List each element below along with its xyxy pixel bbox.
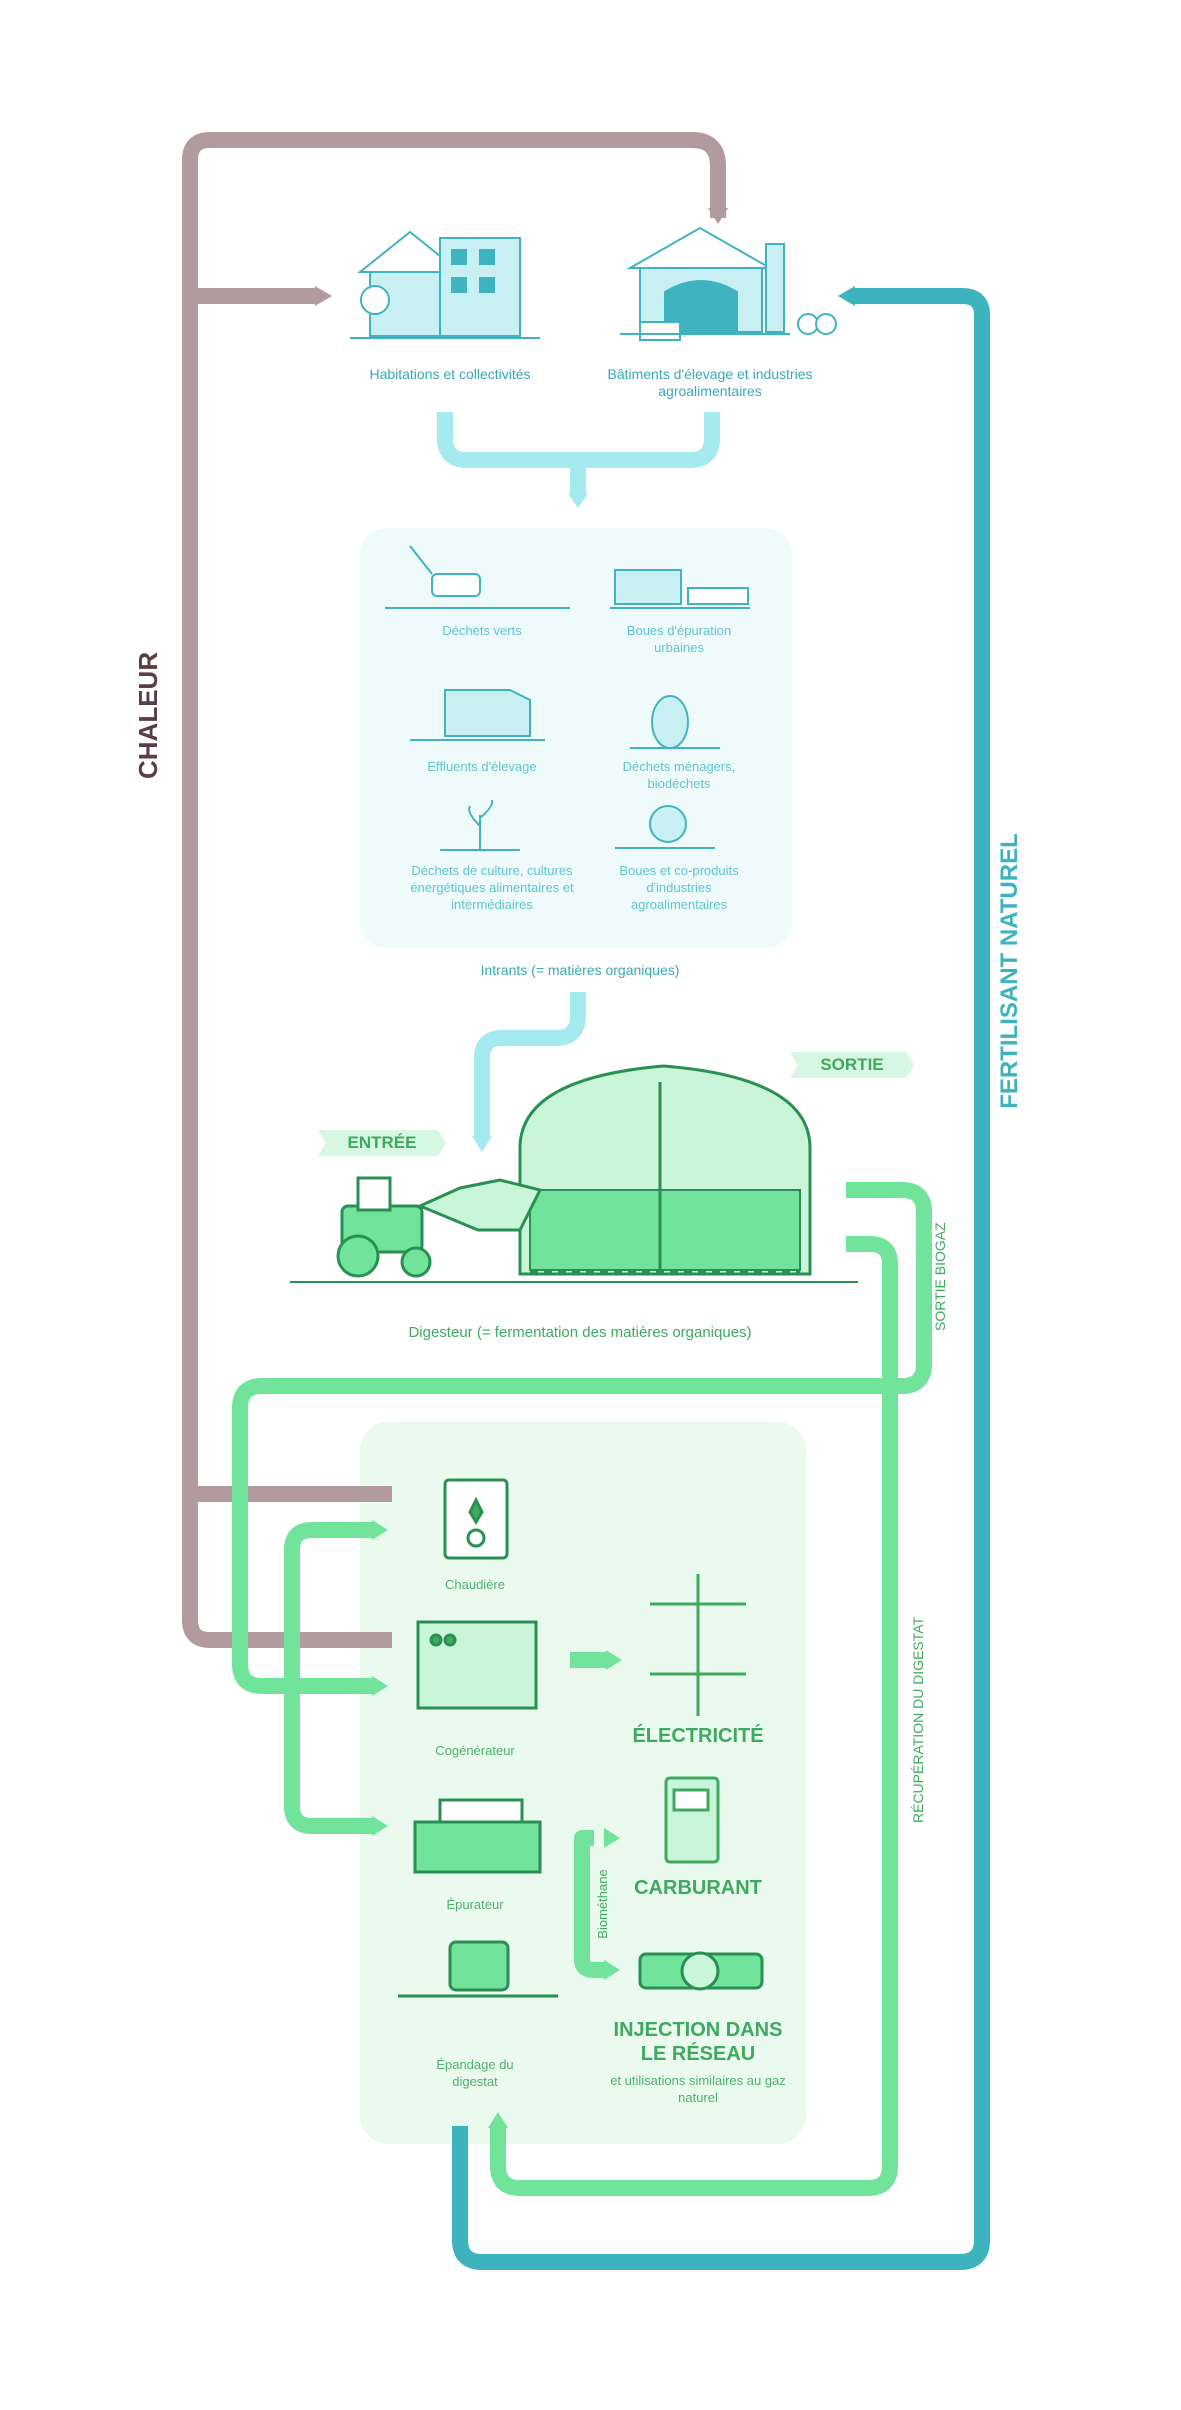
fertilisant-label: FERTILISANT NATUREL: [996, 833, 1023, 1109]
intrants-arrow-1: [568, 494, 588, 508]
chaudiere-icon: [443, 1478, 509, 1560]
chaleur-flow: [182, 132, 726, 1648]
habitations-caption: Habitations et collectivités: [369, 366, 531, 382]
biogaz-arrow-elec: [606, 1650, 622, 1670]
sortie-tag-bg: [790, 1052, 914, 1078]
sortie-tag: SORTIE: [820, 1055, 884, 1074]
injection-icon: [638, 1951, 764, 1991]
biogaz-flow: [232, 1182, 932, 2196]
intrants-title: Intrants (= matières organiques): [480, 962, 680, 978]
fertilisant-flow: [452, 288, 990, 2270]
epandage-caption: Épandage du digestat: [436, 2057, 514, 2089]
intrants-panel: [360, 528, 792, 948]
digester-icon: [290, 1064, 858, 1283]
intrant-item-dechets-menagers: Déchets ménagers, biodéchets: [622, 759, 736, 791]
carburant-title: CARBURANT: [634, 1877, 762, 1899]
biogaz-arrow-cogen: [372, 1676, 388, 1696]
intrant-item-boues-coproduits: Boues et co-produits d'industries agroal…: [619, 863, 739, 912]
cogenerateur-icon: [416, 1620, 538, 1710]
epandage-icon: [398, 1940, 558, 1998]
cogenerateur-caption: Cogénérateur: [435, 1743, 515, 1758]
biogaz-arrow-carb: [604, 1828, 620, 1848]
recuperation-label: RÉCUPÉRATION DU DIGESTAT: [910, 1616, 926, 1823]
carburant-icon: [664, 1776, 720, 1864]
biogaz-arrow-epur: [372, 1816, 388, 1836]
intrant-item-dechets-culture: Déchets de culture, cultures énergétique…: [410, 863, 574, 912]
fertilisant-arrow: [838, 286, 855, 306]
chaudiere-caption: Chaudière: [445, 1577, 505, 1592]
injection-subtitle: et utilisations similaires au gaz nature…: [610, 2073, 786, 2105]
biomethane-label: Biométhane: [595, 1869, 610, 1939]
intrant-item-effluents: Effluents d'élevage: [427, 759, 537, 774]
chaleur-arrow-1: [315, 286, 332, 306]
intrant-item-dechets-verts: Déchets verts: [442, 623, 522, 638]
batiments-caption: Bâtiments d'élevage et industries agroal…: [607, 366, 813, 399]
digestat-arrow: [488, 2112, 508, 2128]
tractor-icon: [336, 1176, 543, 1278]
entree-tag: ENTRÉE: [347, 1133, 417, 1152]
biogaz-arrow-chaudiere: [372, 1520, 388, 1540]
entree-tag-bg: [318, 1130, 446, 1156]
chaleur-label: CHALEUR: [133, 651, 163, 779]
habitations-icon: [350, 230, 540, 339]
epurateur-caption: Épurateur: [446, 1897, 504, 1912]
sortie-biogaz-label: SORTIE BIOGAZ: [932, 1222, 948, 1331]
batiments-icon: [620, 226, 837, 341]
injection-title: INJECTION DANS LE RÉSEAU: [613, 2019, 783, 2065]
chaleur-arrow-2: [708, 208, 728, 224]
intrant-item-boues-epuration: Boues d'épuration urbaines: [626, 623, 732, 655]
biogaz-arrow-inj: [604, 1960, 620, 1980]
intrants-icons: [385, 545, 750, 851]
electricite-title: ÉLECTRICITÉ: [632, 1725, 764, 1747]
epurateur-icon: [413, 1798, 542, 1874]
intrants-flow: [437, 412, 720, 1136]
digesteur-caption: Digesteur (= fermentation des matières o…: [408, 1324, 752, 1341]
intrants-arrow-2: [472, 1136, 492, 1152]
electricite-icon: [650, 1574, 746, 1716]
